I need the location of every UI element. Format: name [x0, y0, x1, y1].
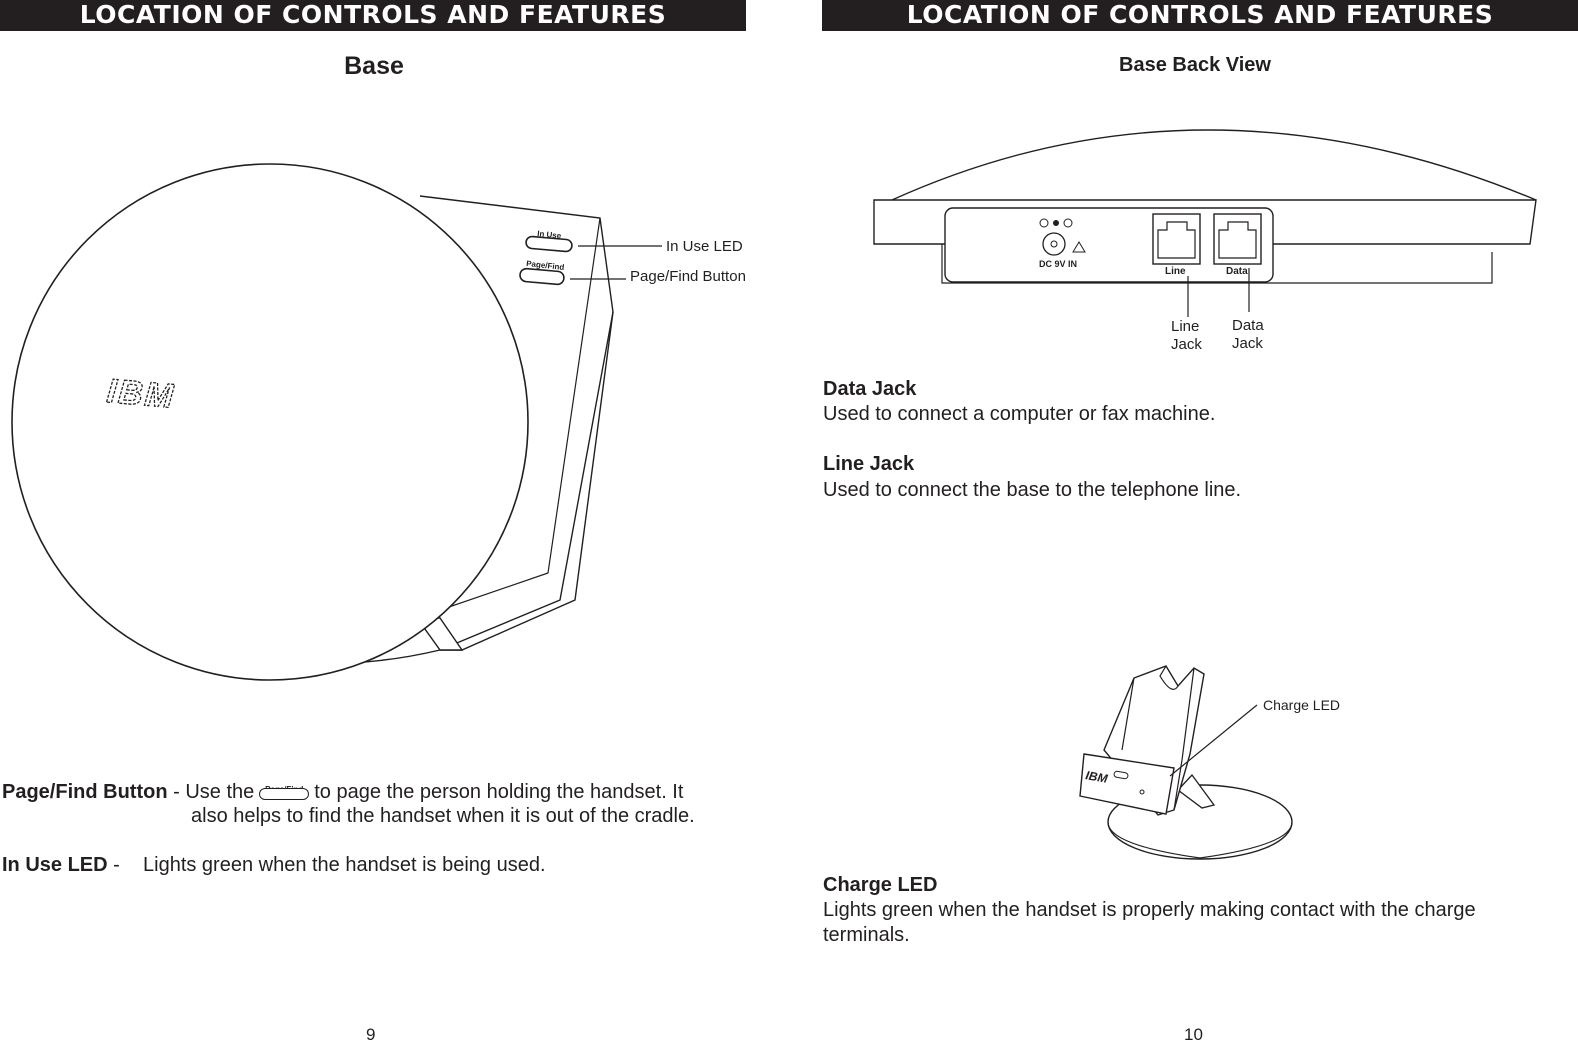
page-find-button-label: Page/Find	[526, 259, 565, 272]
page-find-button-pill	[519, 267, 565, 286]
page-find-text-line1: to page the person holding the handset. …	[314, 781, 684, 803]
page-find-description: Page/Find Button - Use thePage/Findto pa…	[2, 780, 742, 805]
page-find-term: Page/Find Button	[2, 781, 168, 803]
dc-label: DC 9V IN	[1039, 259, 1077, 269]
line-port-label: Line	[1165, 266, 1186, 277]
data-port	[1213, 213, 1262, 265]
callout-line-jack-1: Line	[1171, 318, 1200, 335]
charger-ibm-logo: IBM	[1084, 768, 1109, 786]
in-use-text: Lights green when the handset is being u…	[143, 854, 546, 876]
callout-line-jack-2: Jack	[1171, 336, 1202, 353]
in-use-led-pill	[525, 235, 573, 253]
right-page: LOCATION OF CONTROLS AND FEATURES Base B…	[822, 0, 1578, 1047]
in-use-separator: -	[107, 854, 120, 876]
right-page-header: LOCATION OF CONTROLS AND FEATURES	[822, 0, 1578, 31]
data-jack-term: Data Jack	[823, 378, 917, 400]
dc-power-jack	[1039, 218, 1086, 256]
charge-led-callout-line	[1169, 704, 1258, 777]
cradle-front-panel	[1079, 753, 1175, 815]
data-port-label: Data	[1226, 266, 1248, 277]
base-back-view-title: Base Back View	[1119, 54, 1271, 76]
line-jack-text: Used to connect the base to the telephon…	[823, 479, 1242, 501]
base-top-disc	[11, 163, 529, 681]
page-number-left: 9	[366, 1025, 376, 1044]
data-jack-text: Used to connect a computer or fax machin…	[823, 403, 1216, 425]
in-use-button-label: In Use	[537, 229, 562, 241]
inline-page-find-button: Page/Find	[258, 784, 310, 802]
left-page-header: LOCATION OF CONTROLS AND FEATURES	[0, 0, 746, 31]
base-section-title: Base	[344, 52, 404, 80]
page-find-text-line2: also helps to find the handset when it i…	[191, 805, 695, 827]
ibm-logo: IBM	[105, 372, 176, 416]
base-diagram: In Use Page/Find IBM	[11, 163, 662, 681]
line-jack-term: Line Jack	[823, 453, 915, 475]
charge-led-text-line1: Lights green when the handset is properl…	[823, 899, 1476, 921]
charge-led-text-line2: terminals.	[823, 924, 910, 946]
base-top-curve	[891, 129, 1537, 201]
left-page: LOCATION OF CONTROLS AND FEATURES Base I…	[0, 0, 748, 1047]
page-find-separator: - Use the	[167, 781, 255, 803]
page-number-right: 10	[1184, 1025, 1203, 1044]
callout-data-jack-1: Data	[1232, 317, 1264, 334]
charger-cradle-diagram: IBM	[1079, 665, 1293, 860]
charge-led-dot	[1139, 789, 1145, 795]
callout-page-find-button: Page/Find Button	[630, 268, 746, 285]
base-back-view-diagram: DC 9V IN Line Data	[873, 129, 1537, 317]
line-port	[1152, 213, 1201, 265]
callout-data-jack-2: Jack	[1232, 335, 1263, 352]
callout-in-use-led: In Use LED	[666, 238, 743, 255]
callout-charge-led: Charge LED	[1263, 697, 1341, 713]
charge-led-term: Charge LED	[823, 874, 938, 896]
in-use-description: In Use LED -	[2, 853, 120, 878]
in-use-term: In Use LED	[2, 854, 108, 876]
